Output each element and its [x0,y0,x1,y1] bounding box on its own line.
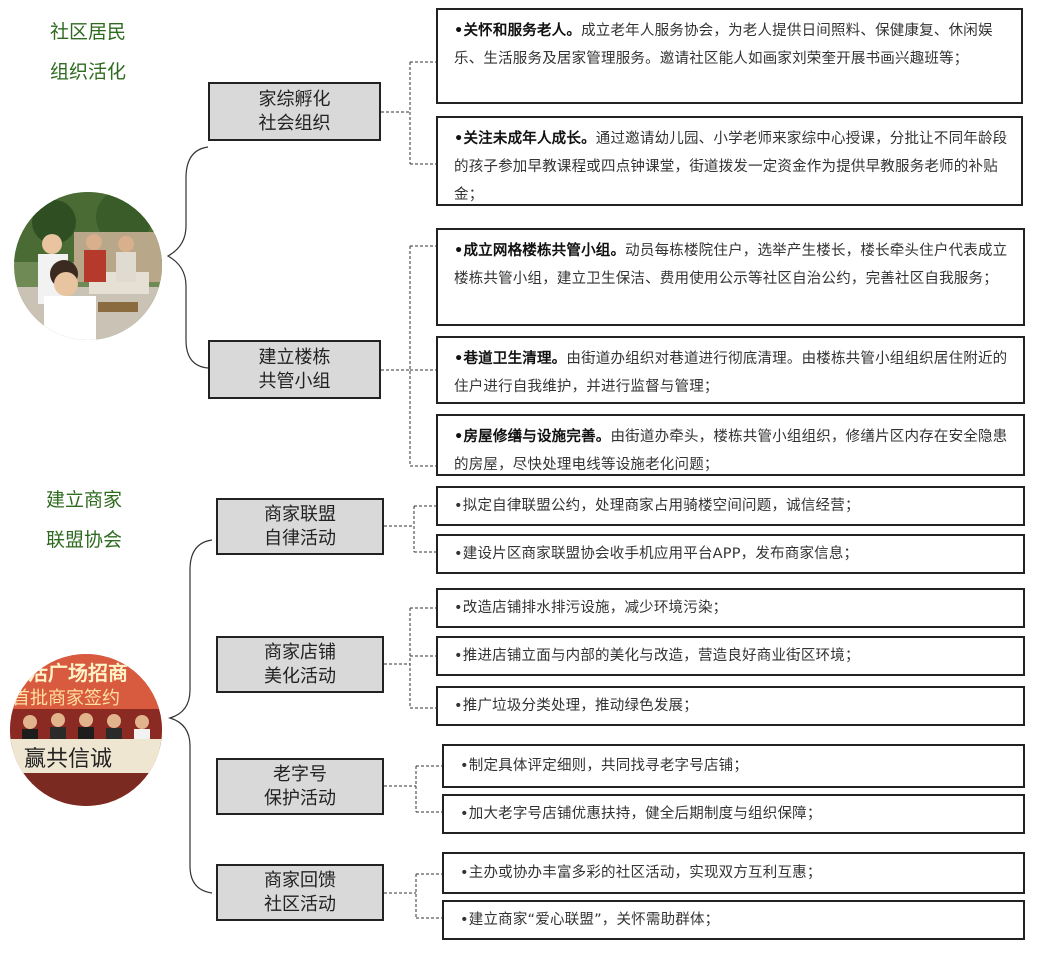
group-box-shop-beautification: 商家店铺 美化活动 [216,636,384,693]
detail-text: •建立商家“爱心联盟”，关怀需助群体； [460,912,720,928]
detail-box-grid-committee: •成立网格楼栋共管小组。动员每栋楼院住户，选举产生楼长，楼长牵头住户代表成立楼栋… [436,228,1025,326]
detail-text: •推进店铺立面与内部的美化与改造，营造良好商业街区环境； [454,648,860,664]
group-box-community-feedback: 商家回馈 社区活动 [216,864,384,921]
group-label-line: 建立楼栋 [258,346,331,368]
detail-box-alley-cleaning: •巷道卫生清理。由街道办组织对巷道进行彻底清理。由楼栋共管小组组织居住附近的住户… [436,336,1025,404]
photo-illustration [14,192,162,340]
photo-banner-text: 首批商家签约 [12,688,120,709]
detail-text: •建设片区商家联盟协会收手机应用平台APP，发布商家信息； [454,546,859,562]
detail-text: •制定具体评定细则，共同找寻老字号店铺； [460,758,749,774]
photo-illustration: 生活广场招商 首批商家签约 赢共信诚 [10,654,162,806]
section-title-community: 社区居民 组织活化 [50,12,126,92]
detail-heading: •关注未成年人成长。 [454,131,596,147]
group-label-line: 美化活动 [264,665,336,687]
detail-heading: •房屋修缮与设施完善。 [454,429,611,445]
group-box-family-center: 家综孵化 社会组织 [208,82,381,141]
group-label-line: 共管小组 [258,370,331,392]
detail-text: 通过邀请幼儿园、小学老师来家综中心授课，分批让不同年龄段的孩子参加早教课程或四点… [454,131,1008,203]
merchant-signing-ceremony-photo: 生活广场招商 首批商家签约 赢共信诚 [10,654,162,806]
detail-box-house-repair: •房屋修缮与设施完善。由街道办牵头，楼栋共管小组组织，修缮片区内存在安全隐患的房… [436,414,1025,476]
group-label-line: 自律活动 [264,527,336,549]
group-label-line: 社区活动 [264,893,336,915]
detail-box-drainage: •改造店铺排水排污设施，减少环境污染； [436,588,1025,628]
section-title-merchants: 建立商家 联盟协会 [46,480,122,560]
group-label-line: 保护活动 [264,787,336,809]
detail-box-heritage-support: •加大老字号店铺优惠扶持，健全后期制度与组织保障； [442,794,1025,834]
section-title-line: 联盟协会 [46,529,123,551]
detail-heading: •关怀和服务老人。 [454,23,582,39]
detail-text: 成立老年人服务协会，为老人提供日间照料、保健康复、休闲娱乐、生活服务及居家管理服… [454,23,993,67]
detail-text: •改造店铺排水排污设施，减少环境污染； [454,600,728,616]
detail-heading: •巷道卫生清理。 [454,351,567,367]
detail-text: •加大老字号店铺优惠扶持，健全后期制度与组织保障； [460,806,822,822]
community-volunteers-photo [14,192,162,340]
detail-text: 动员每栋楼院住户，选举产生楼长，楼长牵头住户代表成立楼栋共管小组，建立卫生保洁、… [454,243,1008,287]
group-label-line: 商家店铺 [264,641,336,663]
detail-heading: •成立网格楼栋共管小组。 [454,243,626,259]
detail-box-elderly-care: •关怀和服务老人。成立老年人服务协会，为老人提供日间照料、保健康复、休闲娱乐、生… [436,8,1023,104]
group-box-merchant-self-discipline: 商家联盟 自律活动 [216,498,384,555]
section-title-line: 社区居民 [50,21,127,43]
detail-box-community-activities: •主办或协办丰富多彩的社区活动，实现双方互利互惠； [442,852,1025,894]
detail-text: •推广垃圾分类处理，推动绿色发展； [454,698,698,714]
detail-text: 由街道办牵头，楼栋共管小组组织，修缮片区内存在安全隐患的房屋，尽快处理电线等设施… [454,429,1008,473]
detail-box-facade: •推进店铺立面与内部的美化与改造，营造良好商业街区环境； [436,636,1025,676]
detail-box-self-discipline-covenant: •拟定自律联盟公约，处理商家占用骑楼空间问题，诚信经营； [436,486,1025,526]
detail-box-merchant-app: •建设片区商家联盟协会收手机应用平台APP，发布商家信息； [436,534,1025,574]
detail-box-garbage-sorting: •推广垃圾分类处理，推动绿色发展； [436,686,1025,726]
photo-sign-text: 赢共信诚 [24,747,112,772]
group-label-line: 商家联盟 [264,503,336,525]
detail-box-youth-growth: •关注未成年人成长。通过邀请幼儿园、小学老师来家综中心授课，分批让不同年龄段的孩… [436,116,1023,206]
detail-box-heritage-rules: •制定具体评定细则，共同找寻老字号店铺； [442,744,1025,788]
detail-text: •拟定自律联盟公约，处理商家占用骑楼空间问题，诚信经营； [454,498,860,514]
group-label-line: 老字号 [273,763,327,785]
group-box-building-committee: 建立楼栋 共管小组 [208,340,381,399]
group-label-line: 家综孵化 [258,88,331,110]
group-box-heritage-brand: 老字号 保护活动 [216,758,384,815]
group-label-line: 商家回馈 [264,869,336,891]
section-title-line: 建立商家 [46,489,123,511]
detail-text: 由街道办组织对巷道进行彻底清理。由楼栋共管小组组织居住附近的住户进行自我维护，并… [454,351,1008,395]
section-title-line: 组织活化 [50,61,127,83]
detail-box-love-alliance: •建立商家“爱心联盟”，关怀需助群体； [442,900,1025,940]
detail-text: •主办或协办丰富多彩的社区活动，实现双方互利互惠； [460,865,822,881]
group-label-line: 社会组织 [258,112,331,134]
